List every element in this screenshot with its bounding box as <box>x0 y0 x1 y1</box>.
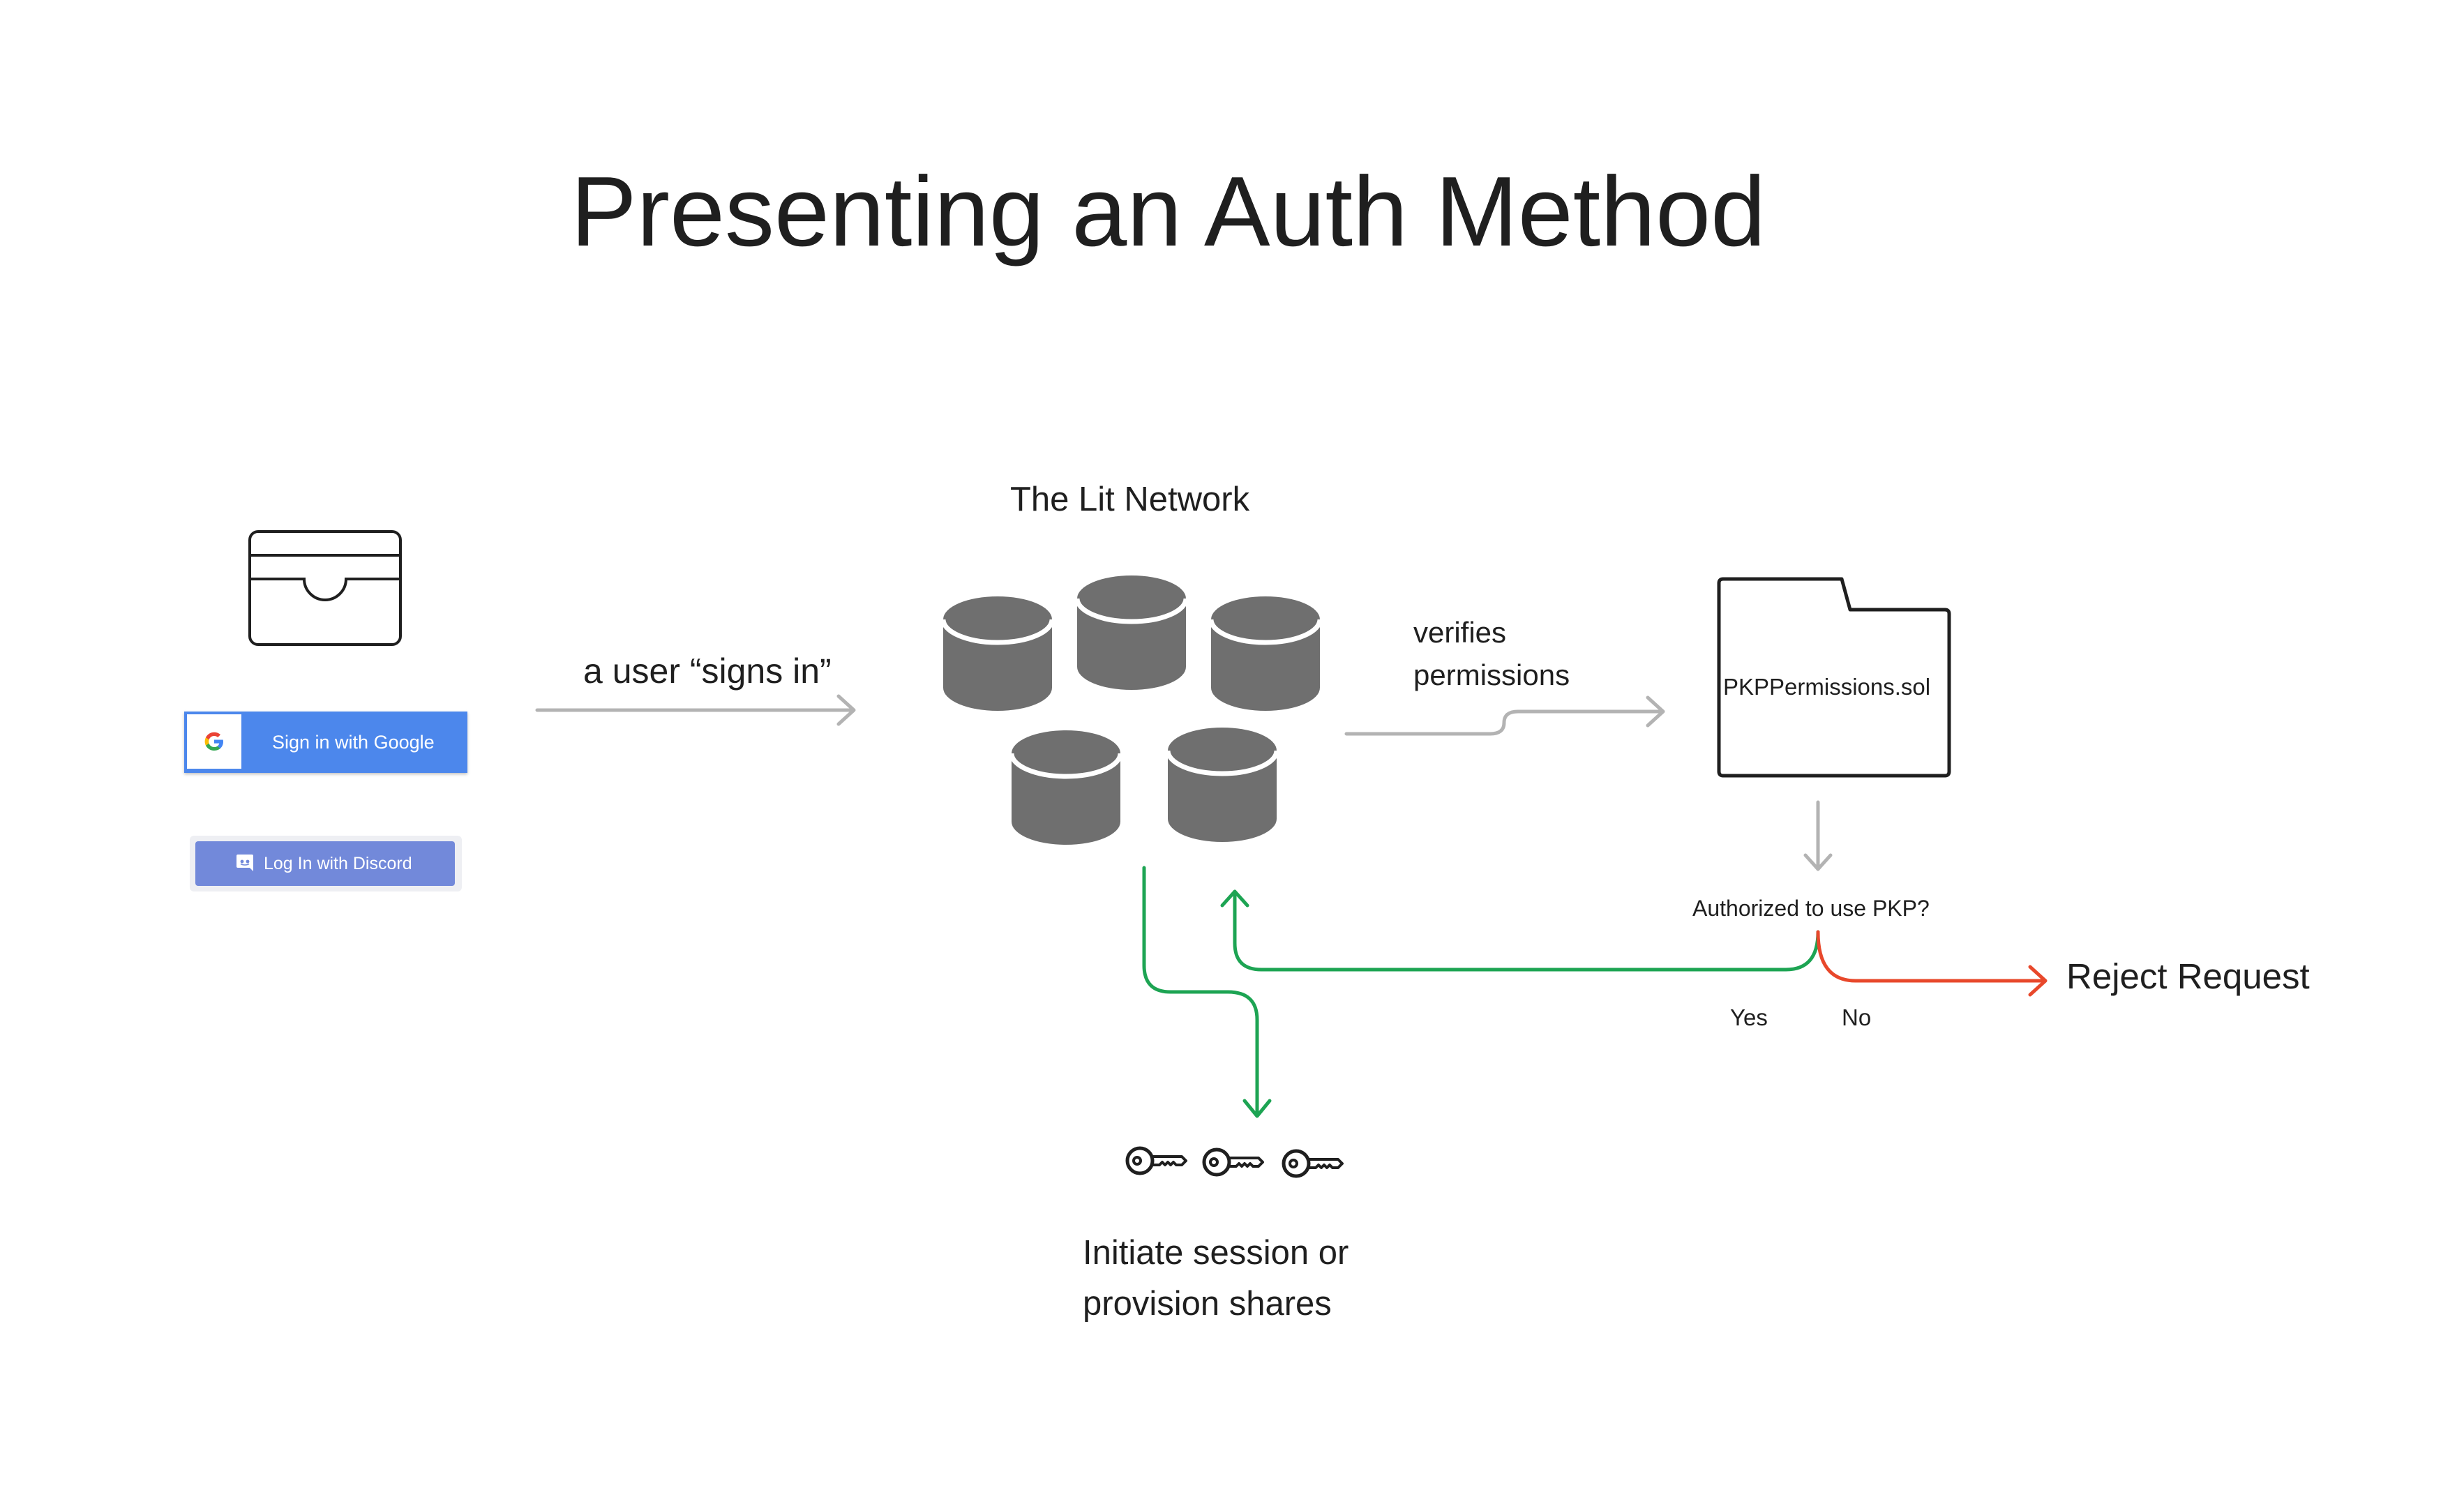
verifies-label-line1: verifies <box>1413 616 1507 649</box>
sign-in-label: a user “signs in” <box>583 652 832 691</box>
discord-button-label: Log In with Discord <box>264 854 412 873</box>
page-title: Presenting an Auth Method <box>571 156 1766 267</box>
key-icon <box>1127 1148 1186 1173</box>
discord-login-button[interactable]: Log In with Discord <box>195 841 455 886</box>
no-arrow <box>1816 930 2048 997</box>
outcome-label-line1: Initiate session or <box>1083 1234 1349 1272</box>
network-label: The Lit Network <box>1010 481 1250 518</box>
discord-icon <box>236 855 253 871</box>
discord-button-frame: Log In with Discord <box>190 836 462 891</box>
contract-filename: PKPPermissions.sol <box>1723 674 1931 700</box>
database-icon <box>1211 596 1320 711</box>
folder-icon <box>1717 577 1951 778</box>
authorization-question: Authorized to use PKP? <box>1692 896 1930 921</box>
verify-arrow <box>1344 695 1665 736</box>
key-icon <box>1284 1151 1342 1176</box>
database-icon <box>1077 575 1186 690</box>
check-arrow <box>1803 800 1833 871</box>
yes-label: Yes <box>1730 1004 1768 1030</box>
database-icon <box>1012 730 1120 845</box>
wallet-icon <box>248 530 402 646</box>
outcome-arrow <box>1142 866 1272 1118</box>
verifies-label: verifies permissions <box>1413 611 1570 696</box>
google-sign-in-button[interactable]: Sign in with Google <box>184 712 467 773</box>
database-icon <box>1168 728 1277 842</box>
outcome-label-line2: provision shares <box>1083 1285 1332 1323</box>
yes-arrow <box>1220 889 1820 972</box>
google-g-icon <box>187 714 241 769</box>
reject-request-label: Reject Request <box>2066 956 2310 996</box>
verifies-label-line2: permissions <box>1413 659 1570 691</box>
keys-group <box>1127 1148 1342 1176</box>
sign-in-arrow <box>535 694 856 726</box>
key-icon <box>1204 1150 1263 1175</box>
google-button-label: Sign in with Google <box>272 732 435 753</box>
outcome-label: Initiate session or provision shares <box>1083 1228 1349 1330</box>
database-icon <box>943 596 1052 711</box>
no-label: No <box>1842 1004 1872 1030</box>
lit-network-nodes <box>943 575 1320 845</box>
